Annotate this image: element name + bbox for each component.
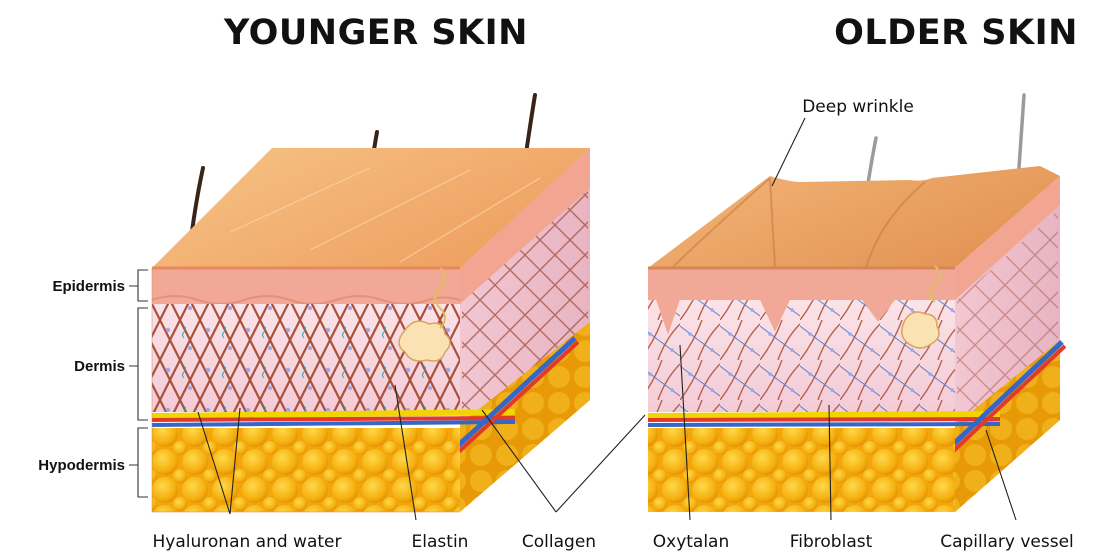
artery <box>152 418 515 420</box>
layer-legend: Epidermis Dermis Hypodermis <box>38 270 148 497</box>
label-deep-wrinkle: Deep wrinkle <box>802 97 914 117</box>
label-elastin: Elastin <box>412 532 469 552</box>
title-older-skin: OLDER SKIN <box>834 13 1078 53</box>
label-dermis: Dermis <box>74 358 125 375</box>
leader-deep-wrinkle <box>772 118 805 186</box>
fibroblast-cell-old <box>902 312 939 348</box>
front-hypodermis-old <box>648 428 955 512</box>
brace-epidermis <box>129 270 148 301</box>
title-younger-skin: YOUNGER SKIN <box>223 13 528 53</box>
label-hypodermis: Hypodermis <box>38 457 125 474</box>
brace-dermis <box>129 308 148 420</box>
artery-old <box>648 419 1000 420</box>
label-epidermis: Epidermis <box>52 278 125 295</box>
fibroblast-cell <box>399 321 450 361</box>
label-collagen: Collagen <box>522 532 596 552</box>
label-oxytalan: Oxytalan <box>653 532 730 552</box>
nerve-yellow <box>152 412 515 416</box>
older-skin-block <box>648 95 1065 512</box>
nerve-yellow-old <box>648 414 1000 416</box>
vein-old <box>648 424 1000 425</box>
label-fibroblast: Fibroblast <box>790 532 873 552</box>
front-epidermis <box>152 268 460 304</box>
label-capillary-vessel: Capillary vessel <box>940 532 1074 552</box>
front-hypodermis <box>152 428 460 512</box>
label-hyaluronan-and-water: Hyaluronan and water <box>153 532 342 552</box>
brace-hypodermis <box>129 428 148 497</box>
younger-skin-block <box>152 95 590 512</box>
